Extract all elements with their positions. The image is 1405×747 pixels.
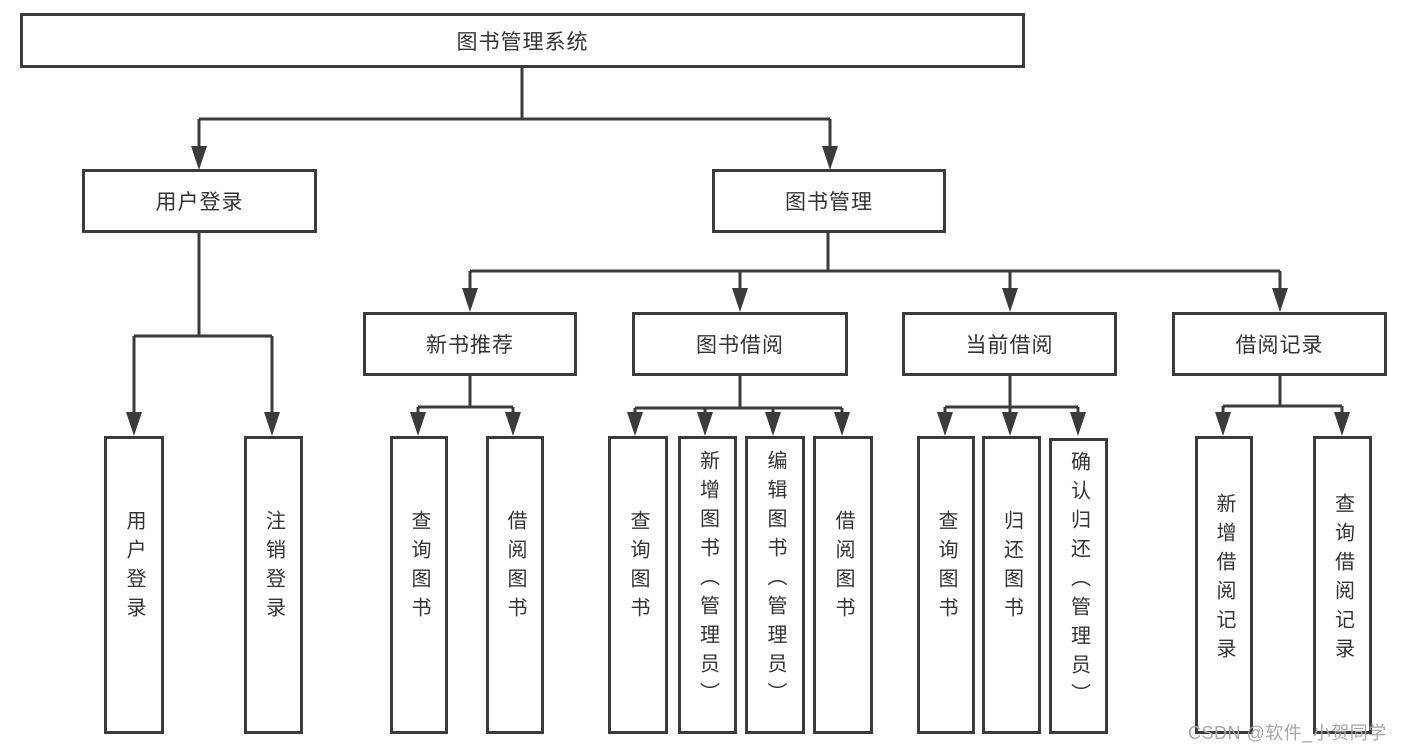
node-library-system-label: 图书管理系统	[456, 30, 589, 54]
connector-bookborrow-to-leaves	[633, 376, 844, 412]
connector-newbookrec-to-leaves	[416, 376, 515, 412]
node-library-system: 图书管理系统	[20, 13, 1025, 68]
node-book-borrow-label: 图书借阅	[696, 334, 784, 357]
arrowheads-level2	[191, 146, 838, 170]
leaf-query-book-under-recommend: 查询图书	[390, 436, 448, 734]
leaf-return-book-label: 归还图书	[1000, 510, 1023, 626]
leaf-query-book-under-recommend-label: 查询图书	[408, 510, 430, 626]
node-current-borrow: 当前借阅	[902, 312, 1117, 376]
leaf-add-book-admin: 新增图书（管理员）	[678, 436, 737, 734]
leaf-confirm-return-admin: 确认归还（管理员）	[1049, 438, 1108, 734]
node-new-book-recommend-label: 新书推荐	[426, 334, 514, 357]
node-book-management: 图书管理	[712, 169, 946, 233]
node-user-login-label: 用户登录	[155, 191, 244, 214]
leaf-logout-login-label: 注销登录	[262, 510, 285, 626]
node-user-login: 用户登录	[82, 169, 317, 233]
leaf-add-borrow-record-label: 新增借阅记录	[1213, 493, 1235, 667]
node-book-borrow: 图书借阅	[632, 312, 848, 376]
node-book-management-label: 图书管理	[785, 191, 873, 214]
node-borrow-records-label: 借阅记录	[1235, 334, 1324, 357]
arrowheads-borrowrecord-leaves	[1215, 412, 1350, 436]
leaf-borrow-book-under-recommend: 借阅图书	[486, 436, 544, 734]
leaf-return-book: 归还图书	[982, 436, 1041, 734]
node-current-borrow-label: 当前借阅	[965, 334, 1054, 357]
leaf-borrow-book-under-borrow: 借阅图书	[813, 436, 873, 734]
leaf-add-book-admin-label: 新增图书（管理员）	[696, 449, 719, 711]
connector-currentborrow-to-leaves	[943, 376, 1080, 412]
leaf-edit-book-admin: 编辑图书（管理员）	[745, 436, 805, 734]
connector-borrowrecord-to-leaves	[1221, 376, 1344, 412]
leaf-confirm-return-admin-label: 确认归还（管理员）	[1067, 450, 1090, 712]
leaf-query-borrow-record-label: 查询借阅记录	[1331, 493, 1354, 667]
leaf-borrow-book-under-borrow-label: 借阅图书	[832, 510, 854, 626]
leaf-query-book-under-borrow-label: 查询图书	[627, 510, 649, 626]
leaf-borrow-book-under-recommend-label: 借阅图书	[504, 510, 526, 626]
leaf-query-book-under-current: 查询图书	[917, 436, 975, 734]
arrowheads-userlogin-leaves	[126, 412, 280, 436]
connector-userlogin-to-leaves	[132, 233, 274, 412]
leaf-query-book-under-borrow: 查询图书	[608, 436, 668, 734]
arrowheads-newbookrec-leaves	[410, 412, 521, 436]
leaf-user-login-label: 用户登录	[123, 510, 145, 626]
arrowheads-currentborrow-leaves	[937, 412, 1086, 436]
leaf-add-borrow-record: 新增借阅记录	[1195, 436, 1253, 734]
node-new-book-recommend: 新书推荐	[363, 312, 577, 376]
leaf-logout-login: 注销登录	[244, 436, 303, 734]
connector-root-to-level2	[197, 68, 832, 146]
arrowheads-bookborrow-leaves	[627, 412, 850, 436]
leaf-query-borrow-record: 查询借阅记录	[1313, 436, 1372, 734]
connector-bookmgmt-to-level3	[468, 232, 1282, 288]
csdn-watermark: CSDN @软件_小贺同学	[1188, 723, 1387, 743]
arrowheads-level3	[462, 288, 1288, 312]
leaf-query-book-under-current-label: 查询图书	[935, 510, 957, 626]
node-borrow-records: 借阅记录	[1172, 312, 1387, 376]
leaf-edit-book-admin-label: 编辑图书（管理员）	[764, 449, 786, 711]
leaf-user-login: 用户登录	[104, 436, 164, 734]
